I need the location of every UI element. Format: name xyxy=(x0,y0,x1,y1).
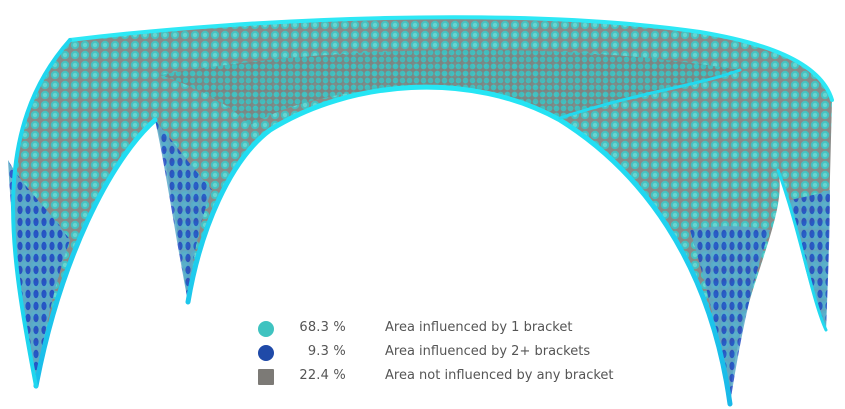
legend-label: Area not influenced by any bracket xyxy=(385,368,614,383)
legend-row: 68.3 % Area influenced by 1 bracket xyxy=(254,318,674,342)
legend-marker xyxy=(258,321,274,337)
back-arch-edge xyxy=(558,68,828,332)
support-left-blue-zone xyxy=(8,160,70,386)
support-right-blue-zone xyxy=(690,226,770,404)
top-ridge-edge xyxy=(68,15,834,102)
legend-row: 9.3 % Area influenced by 2+ brackets xyxy=(254,342,674,366)
legend-row: 22.4 % Area not influenced by any bracke… xyxy=(254,366,674,390)
legend-marker xyxy=(258,345,274,361)
front-arch-edge xyxy=(33,84,733,407)
left-outer-edge xyxy=(11,38,72,388)
legend-percent: 22.4 % xyxy=(299,368,346,383)
support-mid-blue-zone xyxy=(155,120,212,302)
legend-label: Area influenced by 2+ brackets xyxy=(385,344,591,359)
legend-marker xyxy=(258,369,274,385)
shell-surface xyxy=(13,17,832,404)
legend-percent: 9.3 % xyxy=(307,344,346,359)
support-back-blue-zone xyxy=(790,190,830,330)
legend: 68.3 % Area influenced by 1 bracket 9.3 … xyxy=(254,318,674,390)
legend-percent: 68.3 % xyxy=(299,320,346,335)
legend-label: Area influenced by 1 bracket xyxy=(385,320,573,335)
